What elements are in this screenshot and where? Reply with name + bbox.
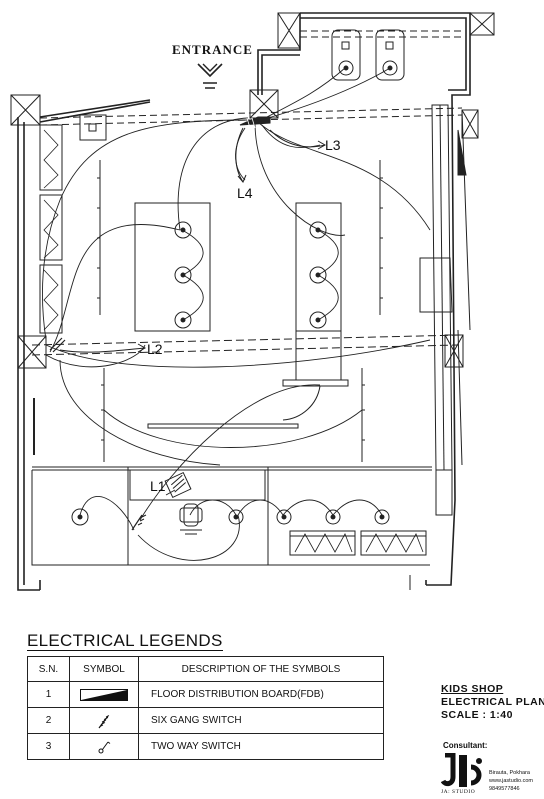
legend-symbol-cell [69, 681, 139, 708]
light-fixtures [71, 60, 398, 526]
project-name: KIDS SHOP [441, 683, 504, 695]
legend-sn: 2 [27, 707, 70, 734]
circuit-label-l3: L3 [325, 137, 341, 153]
circuit-label-l4: L4 [237, 185, 253, 201]
consultant-label: Consultant: [443, 741, 488, 750]
interior-lines [31, 334, 463, 590]
left-shelving [33, 124, 63, 455]
drawing-name: ELECTRICAL PLAN [441, 696, 544, 708]
legend-row: 3 TWO WAY SWITCH [27, 733, 384, 760]
switch-symbols [49, 116, 271, 531]
outer-walls [17, 12, 471, 591]
counter-chair [164, 471, 427, 556]
display-tables [134, 202, 349, 421]
two-way-switch-icon [98, 741, 111, 753]
right-display-wall [419, 104, 471, 516]
legend-header-row: S.N. SYMBOL DESCRIPTION OF THE SYMBOLS [27, 656, 384, 682]
consultant-phone: 9849577846 [489, 786, 520, 792]
legend-description: FLOOR DISTRIBUTION BOARD(FDB) [138, 681, 384, 708]
legend-table: S.N. SYMBOL DESCRIPTION OF THE SYMBOLS 1… [27, 656, 384, 760]
circuit-label-l1: L1 [150, 478, 166, 494]
legend-col-symbol: SYMBOL [69, 656, 139, 682]
wiring [42, 67, 431, 561]
legend-row: 2 SIX GANG SWITCH [27, 707, 384, 734]
consultant-website: www.jastudio.com [489, 778, 534, 784]
entrance-label: ENTRANCE [172, 42, 253, 57]
circuit-label-l2: L2 [147, 341, 163, 357]
drawing-scale: SCALE : 1:40 [441, 709, 513, 721]
top-fixtures [79, 29, 405, 141]
legend-sn: 1 [27, 681, 70, 708]
six-gang-switch-icon [98, 714, 110, 728]
legend-col-description: DESCRIPTION OF THE SYMBOLS [138, 656, 384, 682]
consultant-address: Birauta, Pokhara [489, 770, 530, 776]
legend-title: ELECTRICAL LEGENDS [27, 631, 223, 651]
legend-description: TWO WAY SWITCH [138, 733, 384, 760]
wall-shelf-brackets [97, 160, 383, 462]
legend-symbol-cell [69, 733, 139, 760]
legend-description: SIX GANG SWITCH [138, 707, 384, 734]
consultant-details: Birauta, Pokhara www.jastudio.com 984957… [489, 769, 533, 793]
legend-row: 1 FLOOR DISTRIBUTION BOARD(FDB) [27, 681, 384, 708]
title-block: KIDS SHOP ELECTRICAL PLAN SCALE : 1:40 [441, 683, 544, 722]
studio-name: JA: STUDIO [441, 789, 476, 795]
entrance-arrow [197, 63, 223, 89]
electrical-floor-plan [10, 12, 495, 591]
fdb-icon [80, 688, 128, 701]
legend-col-sn: S.N. [27, 656, 70, 682]
circuit-arrows [59, 127, 327, 496]
studio-logo [441, 753, 482, 787]
legend-symbol-cell [69, 707, 139, 734]
legend-sn: 3 [27, 733, 70, 760]
